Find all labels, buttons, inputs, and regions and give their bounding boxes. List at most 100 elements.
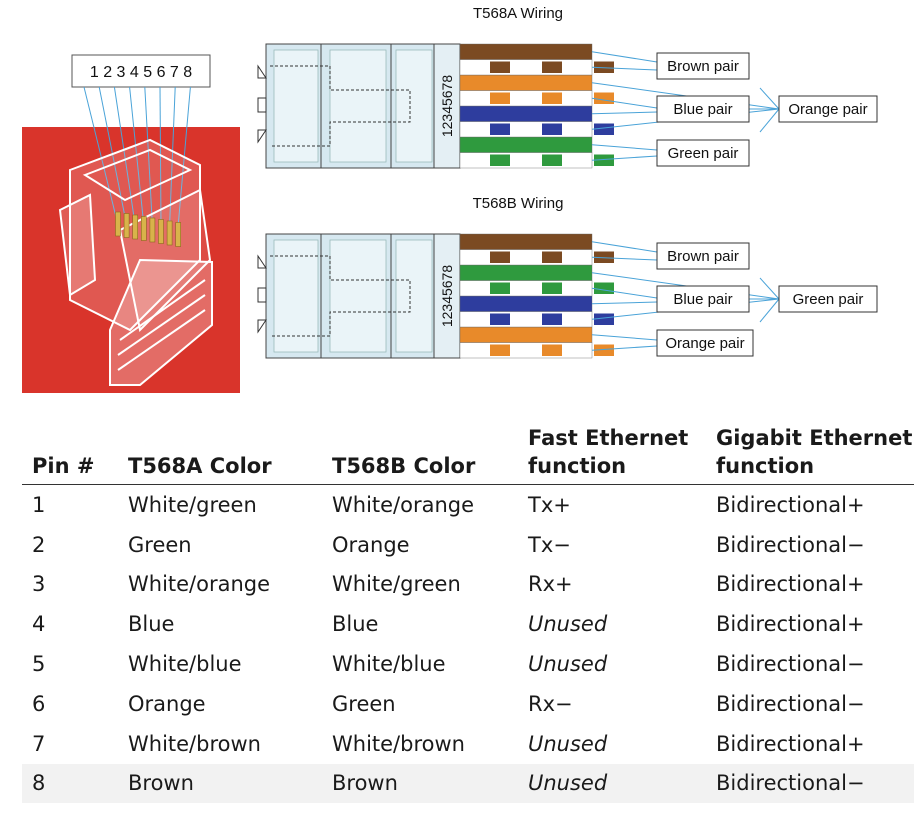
- cell-fast-function: Unused: [528, 731, 608, 756]
- cell-gigabit-function: Bidirectional−: [716, 771, 865, 796]
- cell-t568a-color: White/blue: [128, 652, 242, 677]
- t568a-wire-stripe: [542, 92, 562, 104]
- t568a-title: T568A Wiring: [473, 5, 563, 22]
- cell-gigabit-function: Bidirectional+: [716, 731, 865, 756]
- t568b-wire-pin-5: [459, 280, 593, 297]
- t568a-wire-stripe: [542, 61, 562, 73]
- t568a-wire-pin-4: [459, 105, 593, 122]
- cell-fast-function: Unused: [528, 771, 608, 796]
- t568b-wire-stripe: [594, 313, 614, 325]
- header-t568a-color: T568A Color: [118, 424, 322, 485]
- pin-number-box: [71, 54, 211, 88]
- cell-t568a-color: Blue: [128, 612, 175, 637]
- t568a-wire-stripe: [490, 123, 510, 135]
- cell-pin: 2: [32, 532, 46, 557]
- header-gigabit-ethernet-line2: function: [716, 454, 815, 478]
- t568a-wire-stripe: [490, 92, 510, 104]
- cell-t568b-color: White/orange: [332, 492, 475, 517]
- cell-gigabit-function: Bidirectional+: [716, 612, 865, 637]
- cell-fast-function: Tx+: [528, 492, 571, 517]
- t568b-brown-pair-label: Brown pair: [667, 248, 739, 265]
- t568a-wire-stripe: [490, 154, 510, 166]
- t568a-wire-pin-5: [459, 90, 593, 107]
- table-row: 3 White/orange White/green Rx+ Bidirecti…: [22, 565, 914, 605]
- t568b-wire-pin-7: [459, 249, 593, 266]
- t568b-pin-order: 12345678: [439, 265, 455, 328]
- cell-t568b-color: Green: [332, 691, 396, 716]
- t568a-wire-stripe: [594, 92, 614, 104]
- table-row: 5 White/blue White/blue Unused Bidirecti…: [22, 644, 914, 684]
- table-header-row: Pin # T568A Color T568B Color Fast Ether…: [22, 424, 914, 485]
- cell-t568b-color: Brown: [332, 771, 398, 796]
- cell-gigabit-function: Bidirectional+: [716, 492, 865, 517]
- t568b-wire-pin-1: [459, 342, 593, 359]
- cell-t568a-color: Green: [128, 532, 192, 557]
- cell-gigabit-function: Bidirectional−: [716, 652, 865, 677]
- cell-pin: 1: [32, 492, 46, 517]
- plug-contact-2: [123, 213, 130, 238]
- table-row: 8 Brown Brown Unused Bidirectional−: [22, 763, 914, 804]
- t568b-wire-stripe: [542, 282, 562, 294]
- cell-t568b-color: White/blue: [332, 652, 446, 677]
- t568a-green-pair-label: Green pair: [668, 145, 739, 162]
- t568b-green-pair-label: Green pair: [793, 291, 864, 308]
- t568b-wire-pin-3: [459, 311, 593, 328]
- t568a-blue-pair-label: Blue pair: [673, 101, 732, 118]
- t568a-wire-pin-1: [459, 152, 593, 169]
- t568a-wire-stripe: [594, 123, 614, 135]
- table-row: 7 White/brown White/brown Unused Bidirec…: [22, 724, 914, 764]
- t568b-wire-pin-2: [459, 326, 593, 343]
- t568a-wire-pin-2: [459, 136, 593, 153]
- t568b-wire-stripe: [490, 251, 510, 263]
- plug-contact-5: [149, 217, 156, 243]
- t568b-wire-stripe: [594, 251, 614, 263]
- t568b-wire-stripe: [594, 344, 614, 356]
- cell-t568a-color: White/orange: [128, 572, 271, 597]
- t568b-wire-stripe: [490, 313, 510, 325]
- header-pin: Pin #: [22, 424, 118, 485]
- cell-gigabit-function: Bidirectional−: [716, 691, 865, 716]
- table-row: 6 Orange Green Rx− Bidirectional−: [22, 684, 914, 724]
- cell-pin: 8: [32, 771, 46, 796]
- t568b-wire-pin-4: [459, 295, 593, 312]
- rj45-plug-illustration: 1 2 3 4 5 6 7 8: [22, 54, 240, 393]
- cell-t568a-color: Orange: [128, 691, 206, 716]
- t568a-wire-stripe: [594, 154, 614, 166]
- t568a-wire-pin-3: [459, 121, 593, 138]
- t568b-orange-pair-label: Orange pair: [665, 335, 744, 352]
- cell-gigabit-function: Bidirectional−: [716, 532, 865, 557]
- t568b-blue-pair-label: Blue pair: [673, 291, 732, 308]
- plug-contact-3: [132, 214, 138, 240]
- t568a-pin-order: 12345678: [439, 75, 455, 138]
- t568b-wire-stripe: [542, 251, 562, 263]
- cell-t568b-color: White/brown: [332, 731, 465, 756]
- t568a-wire-pin-8: [459, 43, 593, 60]
- t568b-wire-stripe: [490, 282, 510, 294]
- plug-red-background: [22, 127, 240, 393]
- cell-fast-function: Unused: [528, 652, 608, 677]
- t568a-wire-pin-7: [459, 59, 593, 76]
- t568a-wire-stripe: [490, 61, 510, 73]
- cell-fast-function: Tx−: [528, 532, 571, 557]
- cell-pin: 5: [32, 652, 46, 677]
- cell-pin: 3: [32, 572, 46, 597]
- t568a-wire-stripe: [542, 154, 562, 166]
- cell-t568b-color: Orange: [332, 532, 410, 557]
- t568a-wire-stripe: [594, 61, 614, 73]
- pinout-table: Pin # T568A Color T568B Color Fast Ether…: [22, 424, 914, 804]
- cell-pin: 4: [32, 612, 46, 637]
- pin-number-label: 1 2 3 4 5 6 7 8: [90, 64, 192, 81]
- t568b-wire-stripe: [542, 313, 562, 325]
- plug-contact-7: [166, 220, 173, 246]
- plug-contact-8: [175, 222, 181, 247]
- cell-t568b-color: Blue: [332, 612, 379, 637]
- plug-contact-6: [158, 219, 164, 244]
- wiring-diagram: 1 2 3 4 5 6 7 8 T568A Wiring 12345678 Br…: [22, 5, 878, 393]
- t568b-connector: 12345678: [257, 233, 461, 359]
- cell-fast-function: Rx−: [528, 691, 573, 716]
- cell-t568b-color: White/green: [332, 572, 461, 597]
- table-row: 2 Green Orange Tx− Bidirectional−: [22, 525, 914, 565]
- t568a-wire-stripe: [542, 123, 562, 135]
